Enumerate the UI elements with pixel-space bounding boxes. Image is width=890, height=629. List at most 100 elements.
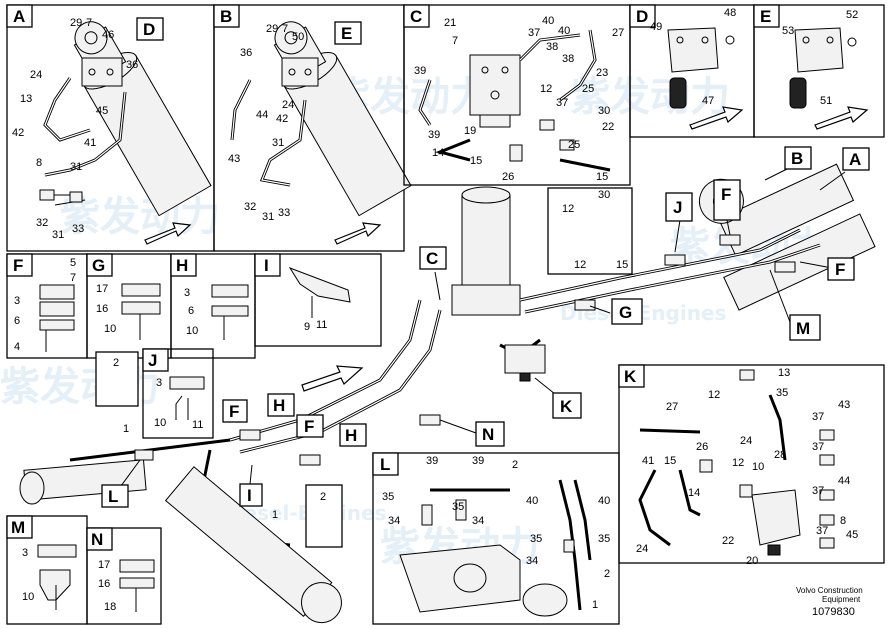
- panel-c-labels: 21 40 7 40 27 37 38 38 39 23 12 25 37 30…: [414, 15, 624, 183]
- svg-text:37: 37: [528, 27, 540, 39]
- svg-text:F: F: [229, 402, 239, 421]
- svg-text:17: 17: [98, 559, 110, 571]
- main-callouts: B A F F J C G M K H F F H I: [101, 146, 870, 508]
- svg-text:10: 10: [104, 323, 116, 335]
- svg-text:46: 46: [102, 29, 114, 41]
- svg-text:34: 34: [526, 555, 538, 567]
- svg-text:44: 44: [256, 109, 268, 121]
- svg-text:48: 48: [724, 7, 736, 19]
- svg-text:20: 20: [746, 555, 758, 567]
- svg-text:38: 38: [562, 53, 574, 65]
- svg-text:30: 30: [598, 105, 610, 117]
- svg-text:3: 3: [184, 287, 190, 299]
- footer-line2: Equipment: [822, 595, 861, 604]
- panel-e: E 52 53 51: [753, 4, 885, 138]
- svg-text:49: 49: [650, 21, 662, 33]
- svg-text:24: 24: [636, 543, 648, 555]
- svg-text:38: 38: [546, 41, 558, 53]
- svg-text:7: 7: [86, 17, 92, 29]
- svg-text:1: 1: [272, 509, 278, 521]
- svg-text:36: 36: [126, 59, 138, 71]
- svg-text:10: 10: [22, 591, 34, 603]
- svg-text:8: 8: [840, 515, 846, 527]
- svg-text:15: 15: [596, 171, 608, 183]
- svg-text:14: 14: [688, 487, 700, 499]
- svg-text:9: 9: [304, 321, 310, 333]
- svg-text:21: 21: [444, 17, 456, 29]
- svg-text:J: J: [673, 198, 682, 217]
- svg-text:40: 40: [526, 495, 538, 507]
- svg-text:J: J: [148, 351, 157, 370]
- panel-c: C 21 40 7 40 27 37 38 38 39 23 12 25 37 …: [403, 4, 631, 186]
- footer: Volvo Construction Equipment 1079830: [796, 586, 863, 618]
- svg-text:7: 7: [70, 272, 76, 284]
- svg-text:7: 7: [452, 35, 458, 47]
- svg-text:30: 30: [598, 189, 610, 201]
- svg-text:32: 32: [36, 217, 48, 229]
- part-number: 1079830: [812, 606, 855, 618]
- panel-a-letter: A: [13, 7, 25, 26]
- svg-text:6: 6: [188, 305, 194, 317]
- svg-text:3: 3: [14, 295, 20, 307]
- panel-j: J 3 10 11: [142, 348, 214, 439]
- svg-text:L: L: [108, 487, 118, 506]
- svg-text:34: 34: [472, 515, 484, 527]
- svg-text:G: G: [619, 303, 632, 322]
- svg-text:39: 39: [428, 129, 440, 141]
- svg-text:7: 7: [282, 23, 288, 35]
- svg-text:3: 3: [156, 377, 162, 389]
- svg-text:12: 12: [732, 457, 744, 469]
- svg-text:44: 44: [838, 475, 850, 487]
- svg-text:24: 24: [30, 69, 42, 81]
- svg-text:24: 24: [740, 435, 752, 447]
- svg-text:N: N: [91, 530, 103, 549]
- svg-text:40: 40: [558, 25, 570, 37]
- svg-text:12: 12: [540, 83, 552, 95]
- svg-text:N: N: [482, 425, 494, 444]
- svg-text:35: 35: [530, 533, 542, 545]
- panel-i: I 9 11: [254, 253, 382, 347]
- svg-text:15: 15: [470, 155, 482, 167]
- svg-text:2: 2: [113, 357, 119, 369]
- svg-text:25: 25: [582, 83, 594, 95]
- svg-text:14: 14: [432, 147, 444, 159]
- svg-text:50: 50: [292, 31, 304, 43]
- svg-text:31: 31: [52, 229, 64, 241]
- svg-text:53: 53: [782, 25, 794, 37]
- svg-text:31: 31: [262, 211, 274, 223]
- svg-text:42: 42: [12, 127, 24, 139]
- svg-text:37: 37: [812, 411, 824, 423]
- svg-text:41: 41: [642, 455, 654, 467]
- panel-a-callout: D: [143, 20, 155, 39]
- panel-l: L 39 39 2 35 35 34 34 40 40 35 35 34 2 1: [372, 452, 620, 625]
- svg-text:I: I: [264, 256, 269, 275]
- svg-text:M: M: [11, 518, 25, 537]
- svg-text:F: F: [835, 260, 845, 279]
- panel-m: M 3 10: [6, 515, 88, 625]
- svg-text:35: 35: [382, 491, 394, 503]
- panel-b-letter: B: [220, 7, 232, 26]
- svg-text:15: 15: [664, 455, 676, 467]
- svg-text:F: F: [304, 417, 314, 436]
- svg-text:19: 19: [464, 125, 476, 137]
- svg-text:12: 12: [708, 389, 720, 401]
- svg-text:43: 43: [228, 153, 240, 165]
- svg-text:39: 39: [472, 455, 484, 467]
- svg-text:I: I: [247, 486, 252, 505]
- svg-text:11: 11: [316, 319, 327, 331]
- svg-text:39: 39: [426, 455, 438, 467]
- panel-f: F 5 7 3 6 4: [6, 253, 88, 359]
- main-part-numbers: 2 1 12 30 12 15 2 1: [95, 187, 633, 548]
- svg-text:51: 51: [820, 95, 832, 107]
- panel-h: H 3 6 10: [170, 253, 256, 359]
- svg-text:H: H: [345, 426, 357, 445]
- panel-d: D 48 49 47: [629, 4, 755, 138]
- svg-text:45: 45: [96, 105, 108, 117]
- svg-text:1: 1: [123, 423, 129, 435]
- svg-text:28: 28: [774, 449, 786, 461]
- svg-text:5: 5: [70, 257, 76, 269]
- svg-text:35: 35: [598, 533, 610, 545]
- svg-text:40: 40: [598, 495, 610, 507]
